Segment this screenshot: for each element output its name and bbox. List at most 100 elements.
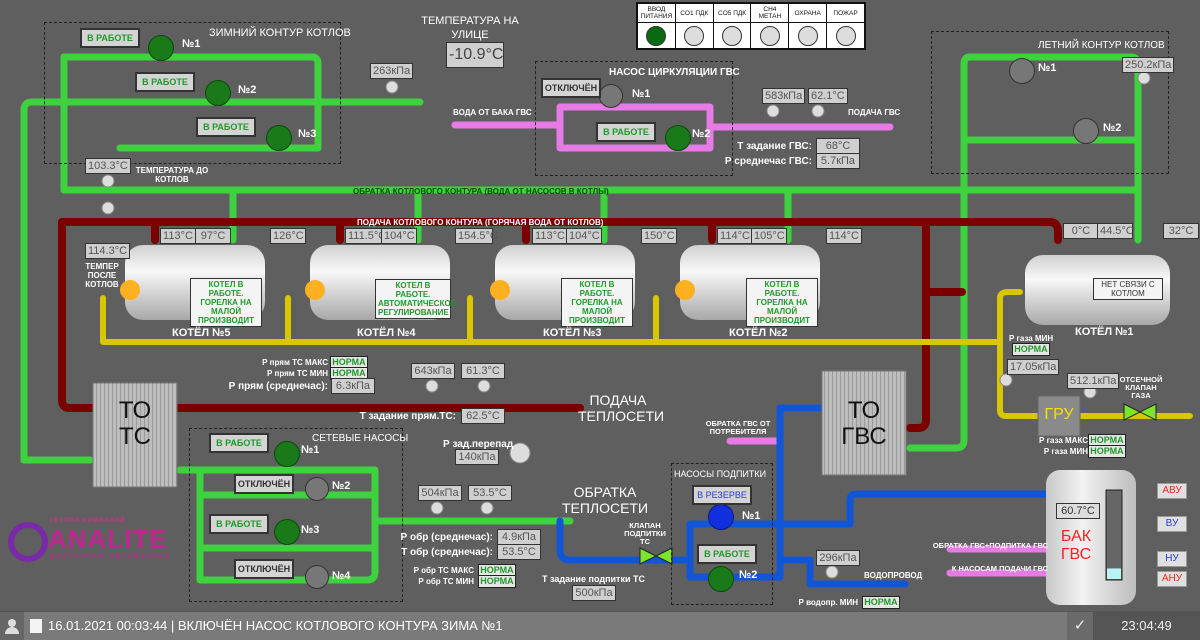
boiler1-status[interactable]: НЕТ СВЯЗИ С КОТЛОМ (1093, 278, 1163, 300)
gas-valve-label: ОТСЕЧНОЙ КЛАПАН ГАЗА (1119, 375, 1163, 400)
gas-pmax-label: Р газа МАКС (1039, 436, 1088, 445)
pump-number: №2 (1103, 122, 1122, 134)
boiler5-status[interactable]: КОТЕЛ В РАБОТЕ. ГОРЕЛКА НА МАЛОЙ ПРОИЗВО… (190, 278, 262, 327)
makeup-pumps-frame (671, 463, 773, 605)
network-pump2-status[interactable]: ОТКЛЮЧЁН (234, 474, 294, 494)
boiler3-status[interactable]: КОТЕЛ В РАБОТЕ. ГОРЕЛКА НА МАЛОЙ ПРОИЗВО… (561, 278, 633, 327)
boiler1-t-in: 0°C (1063, 223, 1099, 239)
pump-icon[interactable] (305, 477, 329, 501)
boiler4-t-in: 111.5°C (345, 228, 386, 244)
logo-company: ANALITE (48, 524, 168, 554)
dp-value: 140кПа (455, 449, 499, 465)
winter-loop-pressure: 263кПа (370, 63, 414, 79)
tank-out-label: К НАСОСАМ ПОДАЧИ ГВС (951, 564, 1048, 573)
pump-icon[interactable] (205, 80, 231, 106)
pump-number: №2 (238, 84, 257, 96)
return-pavg-value: 4.9кПа (497, 529, 541, 545)
gas-valve-icon[interactable] (1122, 402, 1158, 422)
return-pressure: 504кПа (418, 485, 462, 501)
makeup-valve-label: КЛАПАН ПОДПИТКИ ТС (624, 521, 666, 546)
winter-pump2-status[interactable]: В РАБОТЕ (135, 72, 195, 92)
alarm-security: ОХРАНА (789, 4, 828, 48)
clock: 23:04:49 (1093, 612, 1200, 640)
makeup-pump2-status[interactable]: В РАБОТЕ (697, 544, 757, 564)
boiler5-t-in: 113°C (160, 228, 196, 244)
ts-temperature: 61.3°C (461, 363, 505, 379)
pump-number: №3 (301, 524, 320, 536)
network-pump1-status[interactable]: В РАБОТЕ (209, 433, 269, 453)
dhw-inlet-label: ВОДА ОТ БАКА ГВС (453, 108, 532, 117)
boiler2-t-out: 105°C (751, 228, 787, 244)
ts-pavg-value: 6.3кПа (331, 378, 375, 394)
gear-icon (8, 522, 48, 562)
pump-icon[interactable] (274, 519, 300, 545)
pump-icon[interactable] (266, 125, 292, 151)
winter-pump3-status[interactable]: В РАБОТЕ (196, 117, 256, 137)
dhw-temperature: 62.1°C (808, 88, 848, 104)
dhw-pump2-status[interactable]: В РАБОТЕ (596, 122, 656, 142)
network-pump3-status[interactable]: В РАБОТЕ (209, 514, 269, 534)
ts-tset-value: 62.5°C (461, 408, 505, 424)
acknowledge-checkbox[interactable] (30, 619, 42, 633)
dhw-pump1-status[interactable]: ОТКЛЮЧЁН (541, 78, 601, 98)
pump-icon[interactable] (1009, 58, 1035, 84)
gas-pressure-in: 17.05кПа (1007, 359, 1060, 375)
level-anu: АНУ (1157, 571, 1187, 587)
makeup-valve-icon[interactable] (638, 546, 674, 566)
pump-icon[interactable] (148, 35, 174, 61)
status-bar: 16.01.2021 00:03:44 | ВКЛЮЧЁН НАСОС КОТЛ… (0, 611, 1200, 640)
pump-number: №1 (182, 38, 201, 50)
winter-pump1-status[interactable]: В РАБОТЕ (80, 28, 140, 48)
dhw-tset-value: 68°C (816, 138, 860, 154)
pump-number: №2 (332, 480, 351, 492)
dhw-circ-frame (535, 61, 733, 176)
summer-loop-pressure: 250.2кПа (1122, 57, 1175, 73)
outdoor-temp-value: -10.9°C (446, 42, 504, 68)
status-lamp (722, 26, 743, 46)
return-tavg-value: 53.5°C (497, 544, 541, 560)
status-lamp (646, 26, 667, 46)
boiler4-name: КОТЁЛ №4 (357, 327, 416, 339)
status-lamp (684, 26, 705, 46)
boiler4-t-flue: 154.5°C (455, 228, 498, 244)
pump-icon[interactable] (1073, 118, 1099, 144)
user-icon[interactable] (0, 612, 24, 640)
tank-in-label: ОБРАТКА ГВС+ПОДПИТКА ГВС (932, 541, 1048, 550)
winter-loop-frame (44, 22, 341, 164)
dhw-pressure: 583кПа (762, 88, 806, 104)
alarm-fire: ПОЖАР (827, 4, 864, 48)
temp-before-boilers-value: 103.3°C (85, 158, 131, 174)
pump-number: №1 (301, 444, 320, 456)
boiler2-status[interactable]: КОТЕЛ В РАБОТЕ. ГОРЕЛКА НА МАЛОЙ ПРОИЗВО… (746, 278, 818, 327)
ts-pmax-label: Р прям ТС МАКС (262, 358, 328, 367)
pump-number: №2 (739, 569, 758, 581)
logo-tagline-top: ГРУППА КОМПАНИЙ (50, 518, 126, 524)
dhw-pavg-label: Р среднечас ГВС: (724, 156, 812, 167)
heat-exchanger-ts (92, 382, 178, 488)
pump-icon[interactable] (708, 566, 734, 592)
pump-icon[interactable] (708, 504, 734, 530)
pump-number: №1 (1038, 62, 1057, 74)
boiler3-t-in: 113°C (532, 228, 568, 244)
makeup-pump1-status[interactable]: В РЕЗЕРВЕ (692, 485, 752, 505)
dp-label: Р зад.перепад (443, 439, 514, 450)
heat-return-title: ОБРАТКА ТЕПЛОСЕТИ (561, 484, 649, 516)
temp-after-boilers-label: ТЕМПЕР ПОСЛЕ КОТЛОВ (85, 262, 119, 289)
boiler-bodies (125, 245, 1170, 325)
makeup-set-label: Т задание подпитки ТС (542, 574, 645, 584)
level-vu: ВУ (1157, 516, 1187, 532)
dhw-return-label: ОБРАТКА ГВС ОТ ПОТРЕБИТЕЛЯ (705, 419, 771, 436)
gru-label: ГРУ (1044, 406, 1074, 423)
pump-icon[interactable] (305, 565, 329, 589)
water-pressure: 296кПа (816, 550, 860, 566)
heat-supply-title: ПОДАЧА ТЕПЛОСЕТИ (578, 392, 665, 424)
boiler5-t-out: 97°C (195, 228, 231, 244)
pump-icon[interactable] (274, 441, 300, 467)
gas-pmin2-label: Р газа МИН (1043, 447, 1088, 456)
network-pumps-title: СЕТЕВЫЕ НАСОСЫ (312, 433, 409, 444)
boiler4-status[interactable]: КОТЕЛ В РАБОТЕ. АВТОМАТИЧЕСКОЕ РЕГУЛИРОВ… (375, 279, 456, 319)
network-pump4-status[interactable]: ОТКЛЮЧЁН (234, 559, 294, 579)
check-icon[interactable]: ✓ (1067, 612, 1093, 640)
pump-icon[interactable] (665, 125, 691, 151)
tank-label: БАК ГВС (1060, 528, 1092, 563)
